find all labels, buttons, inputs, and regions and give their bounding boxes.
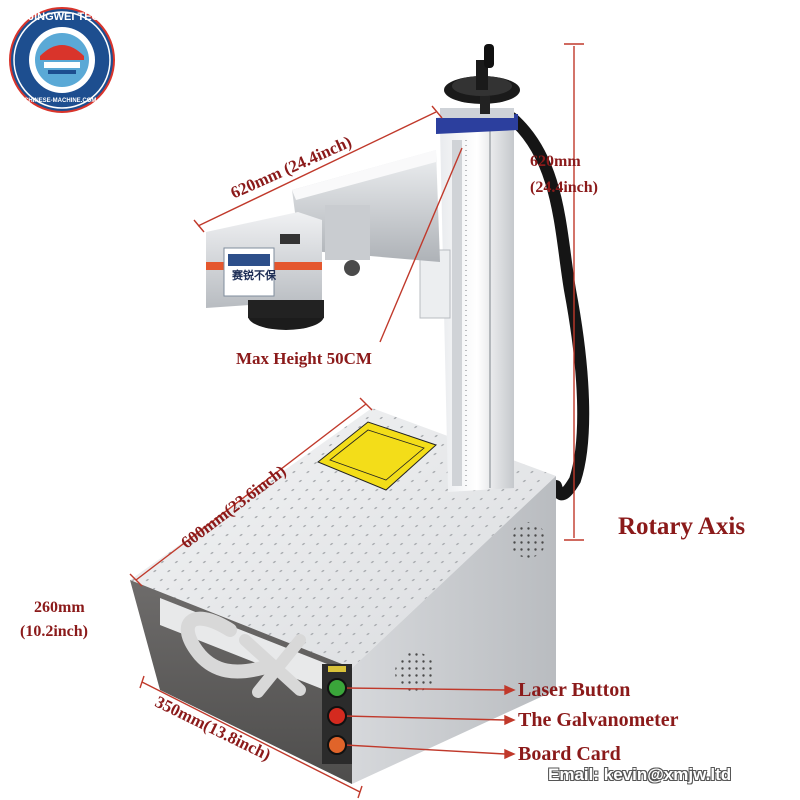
logo-brand-text: JINGWEI TECH [28,11,108,23]
base-right-side [352,476,556,784]
contact-email: Email: kevin@xmjw.ltd [548,765,732,784]
fiber-cable [506,112,590,501]
head-sticker-text: 赛锐不保 [232,269,276,282]
laser-arm [292,150,440,276]
laser-button-label: Laser Button [518,679,631,701]
max-height-label: Max Height 50CM [236,349,372,368]
logo-website-text: CHINESE-MACHINE.COM [24,98,97,104]
base-height-in-label: (10.2inch) [20,623,88,640]
galvanometer-button[interactable] [327,706,347,726]
warning-label [317,421,437,491]
galvo-head [206,212,324,330]
galvanometer-label: The Galvanometer [518,709,679,731]
brand-logo [9,7,115,113]
side-vent [510,522,546,558]
annotation-lines [129,43,584,799]
laser-button[interactable] [327,678,347,698]
base-height-mm-label: 260mm [34,599,85,616]
board-card-button[interactable] [327,735,347,755]
side-vent [395,652,435,692]
front-logo-mark [180,611,306,698]
rotary-axis-label: Rotary Axis [618,513,746,540]
z-axis-column [436,44,520,492]
board-card-label: Board Card [518,743,621,765]
column-height-in-label: (24.4inch) [530,179,598,196]
column-height-mm-label: 620mm [530,153,581,170]
